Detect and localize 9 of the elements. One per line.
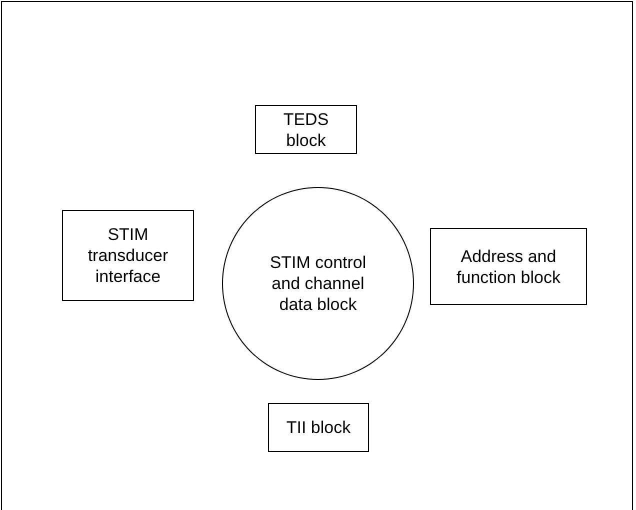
block-box bbox=[255, 105, 357, 154]
node-label: TII block bbox=[286, 417, 351, 438]
node-label: Address and function block bbox=[456, 246, 562, 288]
node-label: STIM transducer interface bbox=[86, 224, 170, 287]
interface-box bbox=[62, 210, 194, 301]
block-box bbox=[430, 228, 587, 305]
block-box bbox=[268, 403, 369, 452]
node-label: TEDS block bbox=[282, 108, 330, 150]
node-label: STIM control and channel data block bbox=[268, 252, 368, 315]
